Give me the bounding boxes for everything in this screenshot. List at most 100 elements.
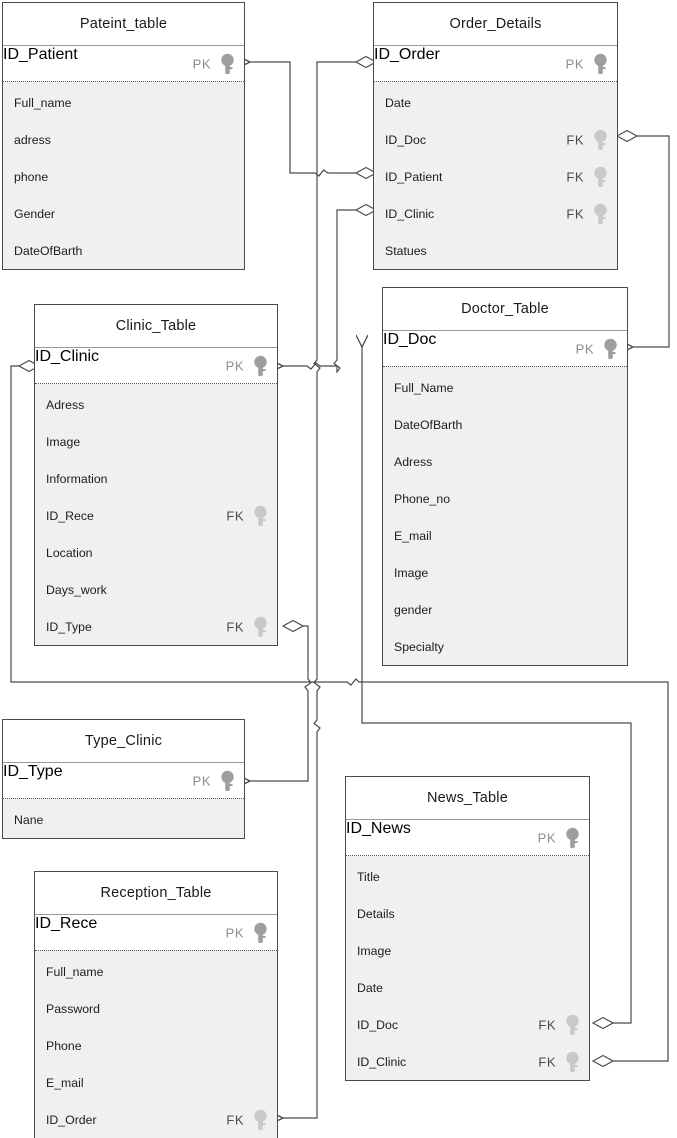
attribute-name: ID_Clinic — [357, 1054, 407, 1069]
attribute-row[interactable]: Adress — [383, 443, 627, 480]
key-icon — [592, 203, 609, 225]
attribute-name: Image — [357, 943, 392, 958]
attribute-row[interactable]: Full_name — [3, 84, 244, 121]
attribute-name: Full_name — [14, 95, 72, 110]
attribute-name: DateOfBarth — [394, 417, 463, 432]
attribute-row[interactable]: ID_Patient FK — [374, 158, 617, 195]
attribute-row[interactable]: Date — [346, 969, 589, 1006]
attribute-list: Nane — [3, 799, 244, 838]
entity-title: Pateint_table — [3, 3, 244, 46]
attribute-row[interactable]: DateOfBarth — [383, 406, 627, 443]
pk-tag: PK — [537, 830, 556, 845]
attribute-name: Phone — [46, 1038, 82, 1053]
key-icon — [219, 53, 236, 75]
attribute-name: Details — [357, 906, 395, 921]
attribute-row[interactable]: Phone — [35, 1027, 277, 1064]
fk-tag: FK — [226, 508, 244, 523]
attribute-name: gender — [394, 602, 433, 617]
attribute-row[interactable]: Nane — [3, 801, 244, 838]
attribute-row[interactable]: Full_name — [35, 953, 277, 990]
attribute-row[interactable]: Specialty — [383, 628, 627, 665]
attribute-row[interactable]: ID_Clinic FK — [346, 1043, 589, 1080]
attribute-row[interactable]: Information — [35, 460, 277, 497]
entity-doctor-table[interactable]: Doctor_Table ID_Doc PK Full_Name DateOfB… — [382, 287, 628, 666]
entity-order-details[interactable]: Order_Details ID_Order PK Date ID_Doc FK… — [373, 2, 618, 270]
attribute-list: Full_Name DateOfBarth Adress Phone_no E_… — [383, 367, 627, 665]
attribute-row[interactable]: ID_Order FK — [35, 1101, 277, 1138]
pk-row[interactable]: ID_News PK — [346, 820, 589, 856]
attribute-list: Full_name Password Phone E_mail ID_Order… — [35, 951, 277, 1138]
pk-row[interactable]: ID_Doc PK — [383, 331, 627, 367]
entity-title: Doctor_Table — [383, 288, 627, 331]
attribute-row[interactable]: ID_Doc FK — [346, 1006, 589, 1043]
entity-title: News_Table — [346, 777, 589, 820]
attribute-name: Date — [385, 95, 411, 110]
attribute-name: E_mail — [46, 1075, 84, 1090]
key-icon — [564, 1051, 581, 1073]
attribute-name: DateOfBarth — [14, 243, 83, 258]
attribute-row[interactable]: Image — [383, 554, 627, 591]
attribute-row[interactable]: ID_Type FK — [35, 608, 277, 645]
attribute-name: Gender — [14, 206, 56, 221]
attribute-name: ID_Rece — [46, 508, 94, 523]
attribute-name: Adress — [46, 397, 85, 412]
pk-tag: PK — [565, 56, 584, 71]
key-icon — [592, 53, 609, 75]
entity-pateint-table[interactable]: Pateint_table ID_Patient PK Full_name ad… — [2, 2, 245, 270]
attribute-name: adress — [14, 132, 51, 147]
attribute-name: ID_Clinic — [35, 348, 100, 365]
attribute-list: Full_name adress phone Gender DateOfBart… — [3, 82, 244, 269]
attribute-row[interactable]: Location — [35, 534, 277, 571]
entity-title: Clinic_Table — [35, 305, 277, 348]
attribute-row[interactable]: Gender — [3, 195, 244, 232]
attribute-row[interactable]: Days_work — [35, 571, 277, 608]
attribute-name: Nane — [14, 812, 44, 827]
entity-type-clinic[interactable]: Type_Clinic ID_Type PK Nane — [2, 719, 245, 839]
pk-row[interactable]: ID_Type PK — [3, 763, 244, 799]
attribute-name: ID_Order — [46, 1112, 97, 1127]
attribute-row[interactable]: ID_Doc FK — [374, 121, 617, 158]
attribute-row[interactable]: adress — [3, 121, 244, 158]
attribute-row[interactable]: ID_Clinic FK — [374, 195, 617, 232]
pk-row[interactable]: ID_Clinic PK — [35, 348, 277, 384]
attribute-row[interactable]: Image — [346, 932, 589, 969]
attribute-name: Specialty — [394, 639, 444, 654]
key-icon — [564, 827, 581, 849]
attribute-row[interactable]: Title — [346, 858, 589, 895]
fk-tag: FK — [566, 206, 584, 221]
attribute-name: ID_News — [346, 820, 411, 837]
pk-tag: PK — [225, 358, 244, 373]
key-icon — [219, 770, 236, 792]
key-icon — [252, 355, 269, 377]
pk-row[interactable]: ID_Order PK — [374, 46, 617, 82]
attribute-row[interactable]: ID_Rece FK — [35, 497, 277, 534]
attribute-row[interactable]: Image — [35, 423, 277, 460]
attribute-row[interactable]: Adress — [35, 386, 277, 423]
entity-reception-table[interactable]: Reception_Table ID_Rece PK Full_name Pas… — [34, 871, 278, 1138]
attribute-row[interactable]: Date — [374, 84, 617, 121]
attribute-row[interactable]: E_mail — [383, 517, 627, 554]
pk-row[interactable]: ID_Patient PK — [3, 46, 244, 82]
attribute-name: Location — [46, 545, 93, 560]
attribute-row[interactable]: E_mail — [35, 1064, 277, 1101]
pk-tag: PK — [225, 925, 244, 940]
attribute-list: Adress Image Information ID_Rece FK Loca… — [35, 384, 277, 645]
attribute-row[interactable]: Statues — [374, 232, 617, 269]
pk-row[interactable]: ID_Rece PK — [35, 915, 277, 951]
entity-clinic-table[interactable]: Clinic_Table ID_Clinic PK Adress Image I… — [34, 304, 278, 646]
attribute-row[interactable]: Details — [346, 895, 589, 932]
fk-tag: FK — [566, 132, 584, 147]
key-icon — [592, 166, 609, 188]
attribute-row[interactable]: DateOfBarth — [3, 232, 244, 269]
attribute-name: Adress — [394, 454, 433, 469]
attribute-row[interactable]: gender — [383, 591, 627, 628]
key-icon — [252, 922, 269, 944]
attribute-row[interactable]: phone — [3, 158, 244, 195]
attribute-name: Image — [394, 565, 429, 580]
attribute-row[interactable]: Full_Name — [383, 369, 627, 406]
fk-tag: FK — [566, 169, 584, 184]
attribute-row[interactable]: Phone_no — [383, 480, 627, 517]
attribute-row[interactable]: Password — [35, 990, 277, 1027]
entity-news-table[interactable]: News_Table ID_News PK Title Details Imag… — [345, 776, 590, 1081]
attribute-name: ID_Doc — [385, 132, 427, 147]
